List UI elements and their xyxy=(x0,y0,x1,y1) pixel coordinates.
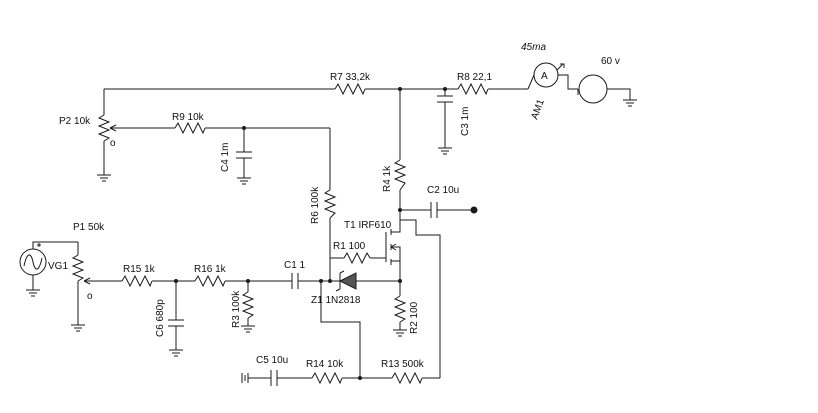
ammeter-am1: A 45ma AM1 xyxy=(521,42,578,121)
resistor-r2: R2 100 xyxy=(393,281,420,334)
potentiometer-p1: o P1 50k xyxy=(71,222,122,325)
capacitor-c2: C2 10u xyxy=(400,185,474,218)
zener-diode-z1: Z1 1N2818 xyxy=(311,270,400,306)
resistor-r13: R13 500k xyxy=(372,359,440,385)
ground-p2 xyxy=(97,174,111,182)
junction-r9-c4 xyxy=(242,126,246,130)
ground-p1 xyxy=(71,324,85,332)
junction-top-r4 xyxy=(398,87,402,91)
t1-label: T1 IRF610 xyxy=(344,220,392,231)
c4-label: C4 1m xyxy=(220,143,231,172)
r13-label: R13 500k xyxy=(381,359,425,370)
sine-wave-icon xyxy=(23,254,43,270)
r16-label: R16 1k xyxy=(194,264,227,275)
r14-label: R14 10k xyxy=(306,359,344,370)
ground-r3 xyxy=(241,325,255,333)
c2-label: C2 10u xyxy=(427,185,459,196)
resistor-r7: R7 33,2k xyxy=(330,72,371,96)
capacitor-c1: C1 1 xyxy=(284,260,321,289)
top-rail-wires xyxy=(103,88,528,210)
zener-body xyxy=(338,272,357,290)
r2-label: R2 100 xyxy=(409,301,420,334)
junction-r14-r13 xyxy=(358,376,362,380)
ground-r2 xyxy=(393,329,407,337)
resistor-r6: R6 100k xyxy=(310,128,337,265)
junction-top-c3 xyxy=(443,87,447,91)
ground-c3 xyxy=(438,147,452,155)
feedback-wires xyxy=(320,281,361,378)
r7-label: R7 33,2k xyxy=(330,72,371,83)
resistor-r4: R4 1k xyxy=(382,159,407,192)
r15-label: R15 1k xyxy=(123,264,156,275)
potentiometer-p2: o P2 10k xyxy=(59,114,135,175)
c1-label: C1 1 xyxy=(284,260,306,271)
p1-label: P1 50k xyxy=(73,222,105,233)
p2-label: P2 10k xyxy=(59,116,91,127)
voltage-source-60v: 60 v xyxy=(577,56,631,104)
c6-label: C6 680p xyxy=(155,299,166,337)
capacitor-c5: C5 10u xyxy=(241,355,312,386)
r4-label: R4 1k xyxy=(382,165,393,192)
r8-label: R8 22,1 xyxy=(457,72,492,83)
resistor-r9: R9 10k xyxy=(135,112,330,135)
resistor-r16: R16 1k xyxy=(194,264,292,288)
r9-label: R9 10k xyxy=(172,112,205,123)
c5-label: C5 10u xyxy=(256,355,288,366)
vg1-label: VG1 xyxy=(48,261,68,272)
output-terminal xyxy=(470,206,478,214)
capacitor-c3: C3 1m xyxy=(437,95,471,136)
resistor-r14: R14 10k xyxy=(306,359,372,385)
supply-label: 60 v xyxy=(601,56,620,67)
ground-c6 xyxy=(169,349,183,357)
mosfet-t1: T1 IRF610 xyxy=(344,210,441,378)
signal-generator-vg1: VG1 xyxy=(19,241,78,290)
z1-label: Z1 1N2818 xyxy=(311,295,361,306)
r1-label: R1 100 xyxy=(333,241,366,252)
resistor-r15: R15 1k xyxy=(121,264,195,288)
am1-label: AM1 xyxy=(529,98,547,121)
p1-wiper-mark: o xyxy=(87,291,93,302)
capacitor-c6: C6 680p xyxy=(155,281,184,350)
resistor-r8: R8 22,1 xyxy=(457,72,492,96)
ammeter-letter: A xyxy=(541,71,548,82)
ground-c4 xyxy=(237,177,251,185)
r3-label: R3 100k xyxy=(231,290,242,328)
capacitor-c4: C4 1m xyxy=(220,128,252,178)
c3-label: C3 1m xyxy=(460,107,471,136)
am1-reading: 45ma xyxy=(521,42,546,53)
p2-wiper-mark: o xyxy=(110,138,116,149)
ground-supply xyxy=(623,99,637,107)
ground-vg1 xyxy=(26,289,40,297)
r6-label: R6 100k xyxy=(310,186,321,224)
resistor-r1: R1 100 xyxy=(330,241,372,265)
resistor-r3: R3 100k xyxy=(231,281,255,328)
